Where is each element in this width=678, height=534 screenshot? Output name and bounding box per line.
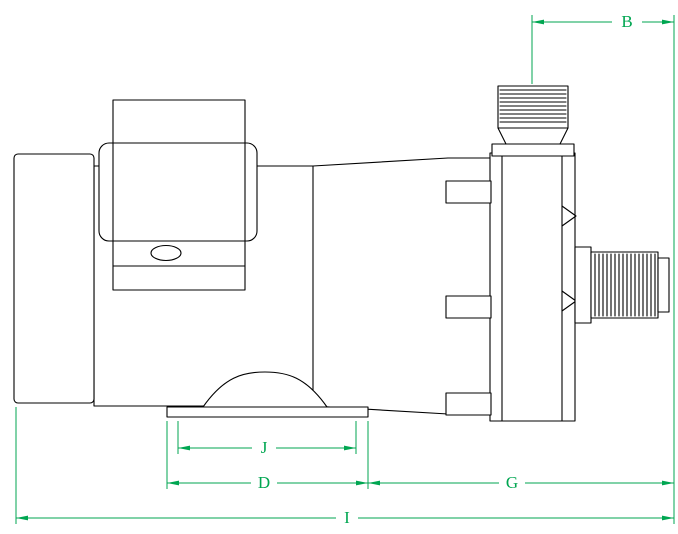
clamp-tab-bottom	[445, 392, 492, 416]
dimension-label-d: D	[258, 473, 270, 492]
top-port-thread-body	[497, 85, 569, 129]
mounting-base-plate	[166, 406, 369, 418]
arrow-i-right	[662, 515, 674, 521]
arrow-g-right	[662, 480, 674, 486]
pump-head-flange	[489, 152, 576, 422]
top-port-thread-hatch	[499, 89, 567, 123]
terminal-box-body	[112, 99, 246, 242]
arrow-b-left	[532, 19, 544, 25]
dimension-label-i: I	[344, 508, 350, 527]
right-port-thread-body	[590, 251, 659, 319]
right-port-adapter	[574, 246, 592, 324]
dimension-label-g: G	[506, 473, 518, 492]
part-outline	[13, 85, 670, 422]
top-port-neck	[497, 127, 569, 145]
cable-gland-ellipse	[150, 244, 182, 262]
arrow-d-right	[356, 480, 368, 486]
motor-end-cap	[13, 153, 95, 404]
arrow-i-left	[16, 515, 28, 521]
dimension-label-b: B	[621, 12, 632, 31]
dimension-label-j: J	[261, 438, 268, 457]
top-port-base	[491, 143, 575, 157]
terminal-box-cover	[98, 142, 258, 242]
dimension-lines	[15, 15, 675, 524]
dimension-arrowheads	[16, 19, 674, 521]
arrow-j-left	[178, 445, 190, 451]
top-threaded-port	[491, 85, 575, 157]
arrow-d-left	[167, 480, 179, 486]
arrow-g-left	[368, 480, 380, 486]
terminal-box	[98, 99, 258, 291]
mounting-foot-dome	[202, 371, 328, 408]
clamp-tab-middle	[445, 295, 492, 319]
right-port-thread-hatch	[594, 253, 656, 317]
dimension-labels: B J D G I	[258, 12, 633, 527]
right-port-tip	[657, 257, 670, 313]
arrow-j-right	[344, 445, 356, 451]
arrow-b-right	[662, 19, 674, 25]
right-threaded-port	[574, 246, 670, 324]
flange-inner-lines	[501, 152, 563, 422]
clamp-tab-top	[445, 180, 492, 204]
